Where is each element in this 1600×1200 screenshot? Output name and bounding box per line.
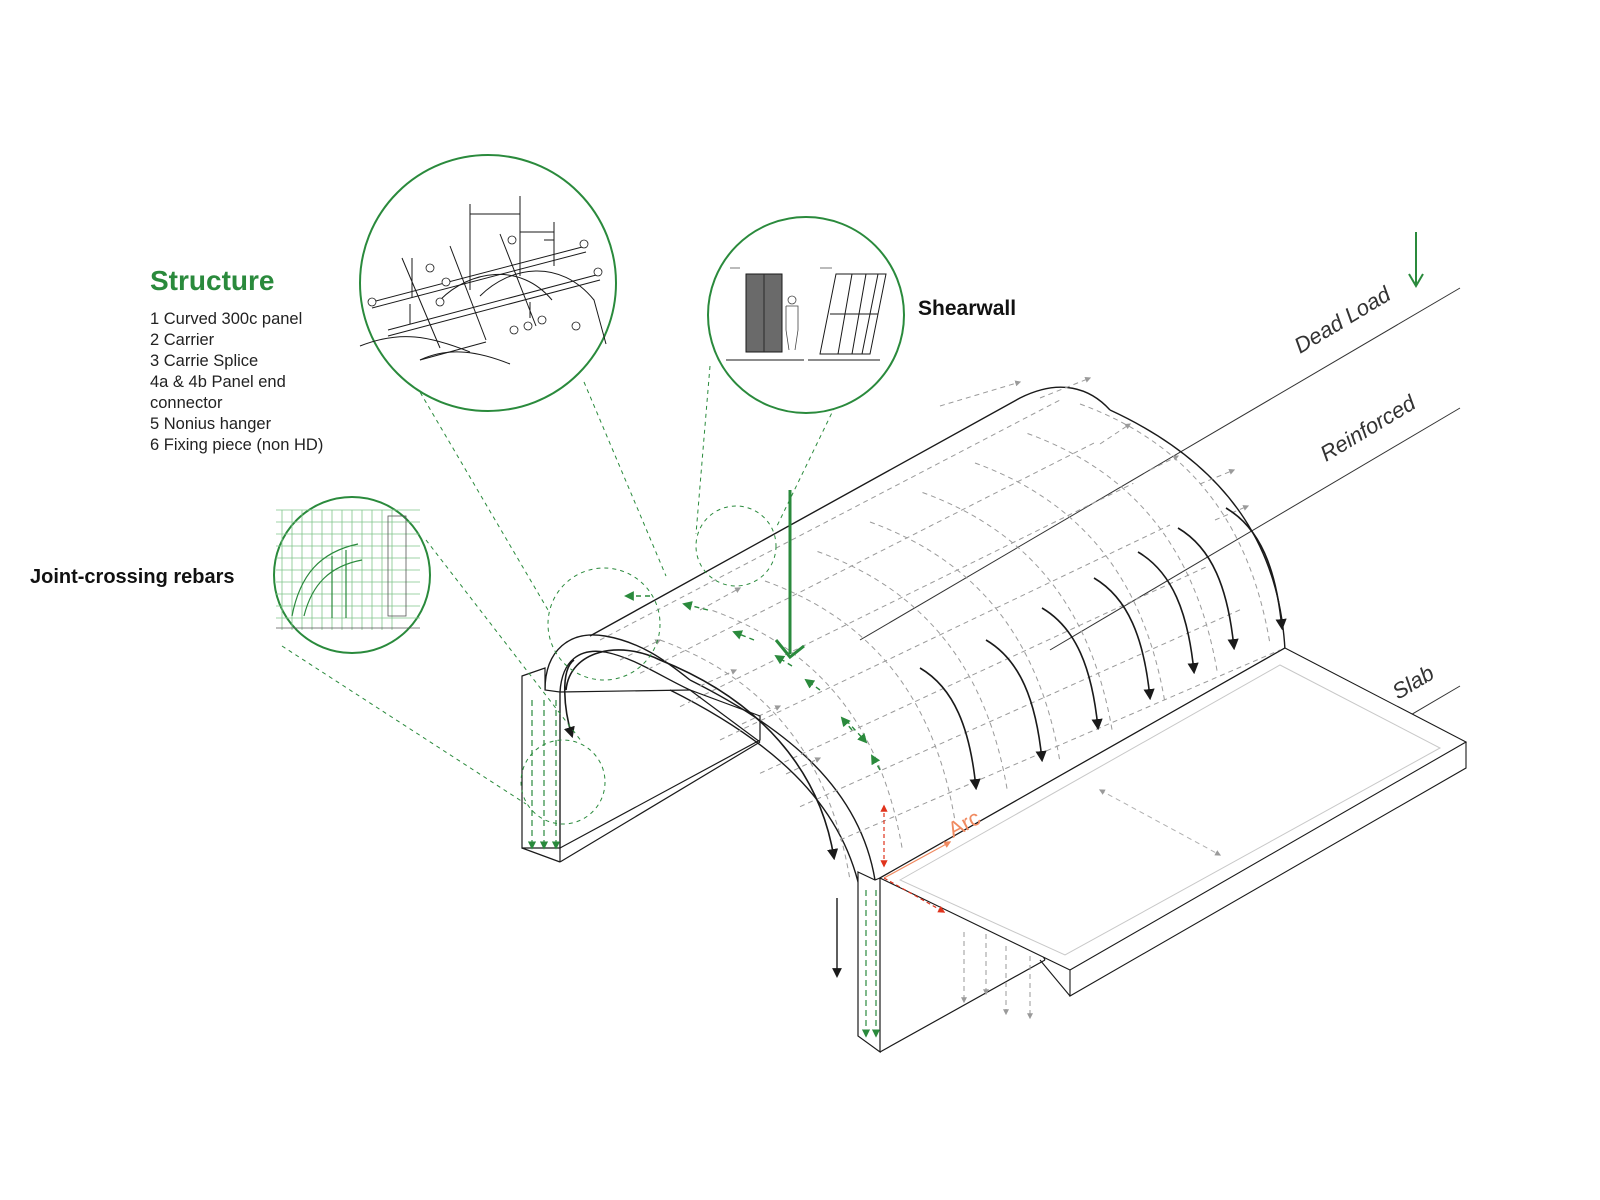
structure-item-4: 4a & 4b Panel end — [150, 373, 286, 391]
front-vault-edge — [689, 679, 876, 881]
main-force-arrow — [565, 649, 839, 861]
reinforced-label: Reinforced — [1316, 390, 1421, 467]
big-load-arrowhead — [774, 639, 805, 660]
structure-zoom-circle — [547, 567, 661, 681]
reinforced-line — [1049, 407, 1461, 651]
vault-grid-arch — [817, 551, 1008, 792]
flow-arrow — [939, 380, 1022, 407]
green-flow-arrow — [804, 678, 821, 691]
front-vault-edge-inner — [669, 689, 861, 891]
shearwall-zoom-circle — [695, 505, 777, 587]
structure-legend: Structure 1 Curved 300c panel 2 Carrier … — [150, 265, 323, 454]
flow-arrow — [1214, 505, 1250, 521]
force-arrow — [1041, 607, 1103, 731]
force-arrow — [1137, 551, 1199, 675]
structure-detail — [359, 154, 617, 412]
human-figure — [785, 295, 799, 351]
vault-grid-long-line — [599, 399, 1061, 641]
shearwall-detail-circle — [707, 216, 905, 414]
flow-arrow — [1199, 469, 1236, 485]
structure-item-2: 2 Carrier — [150, 331, 215, 349]
dead-load-line — [859, 287, 1461, 641]
vault-grid-long-line — [719, 524, 1171, 741]
non-shearwall-frame — [819, 273, 887, 355]
dark-force-arrows — [563, 507, 1287, 861]
rebar-detail — [273, 496, 431, 654]
vault-grid-arch — [922, 492, 1113, 733]
callout-markers — [367, 235, 603, 335]
force-arrow — [1177, 527, 1239, 651]
structure-title: Structure — [150, 265, 274, 296]
flow-arrow — [1149, 455, 1180, 471]
dead-load-label: Dead Load — [1290, 281, 1396, 358]
green-flow-arrow — [774, 654, 793, 667]
vault-grid-arch — [974, 462, 1166, 704]
structure-item-6: 6 Fixing piece (non HD) — [150, 436, 323, 454]
front-arch-inner — [559, 650, 691, 693]
vault-ridge — [589, 386, 1111, 637]
shearwall-label: Shearwall — [918, 297, 1016, 320]
force-arrow — [985, 639, 1047, 763]
flow-arrow — [741, 705, 782, 725]
slab-inner — [898, 664, 1442, 956]
slab-label: Slab — [1388, 660, 1439, 704]
ceiling-system-drawing — [359, 196, 607, 365]
green-flow-arrow — [871, 754, 881, 771]
green-flow-arrow — [840, 716, 853, 731]
right-wall-rebars — [861, 890, 881, 1038]
left-wall-outline — [521, 689, 761, 863]
green-flow-arrow — [732, 630, 755, 641]
structure-item-4-cont: connector — [150, 394, 223, 412]
flow-arrow — [699, 669, 738, 687]
vault-grid-arch — [1079, 403, 1271, 645]
vault-grid-arch — [869, 521, 1061, 763]
vault-grid-long-line — [679, 482, 1134, 708]
back-arch — [1109, 409, 1286, 651]
vault-grid-long-line — [639, 441, 1097, 674]
vault-grid-arch — [764, 580, 956, 822]
joint-rebars-label: Joint-crossing rebars — [30, 566, 235, 588]
vault-grid-arch — [659, 639, 851, 881]
structure-item-3: 3 Carrie Splice — [150, 352, 258, 370]
green-edge-arrows — [624, 591, 881, 771]
vault-grid — [599, 399, 1281, 881]
force-arrow — [1225, 507, 1287, 631]
flow-arrow — [1099, 423, 1131, 445]
vault-grid-long-line — [839, 649, 1281, 841]
flow-arrow — [699, 587, 742, 611]
callout-leaders — [281, 357, 843, 825]
green-flow-arrow — [682, 601, 709, 611]
vault-grid-long-line — [759, 566, 1207, 774]
structure-item-5: 5 Nonius hanger — [150, 415, 272, 433]
shearwall-detail — [707, 216, 905, 414]
dead-load-arrowhead — [1408, 273, 1424, 288]
flow-arrow — [619, 639, 662, 661]
force-arrow — [1093, 577, 1155, 701]
left-wall — [521, 667, 761, 849]
green-flow-arrow — [845, 719, 868, 744]
force-arrow — [919, 667, 981, 791]
rebar-zoom-circle — [520, 739, 606, 825]
flow-arrow — [785, 757, 822, 775]
slab-support-arrows — [961, 932, 1033, 1020]
structure-detail-circle — [359, 154, 617, 412]
vault-flow-arrows — [619, 376, 1250, 775]
structure-item-1: 1 Curved 300c panel — [150, 310, 302, 328]
